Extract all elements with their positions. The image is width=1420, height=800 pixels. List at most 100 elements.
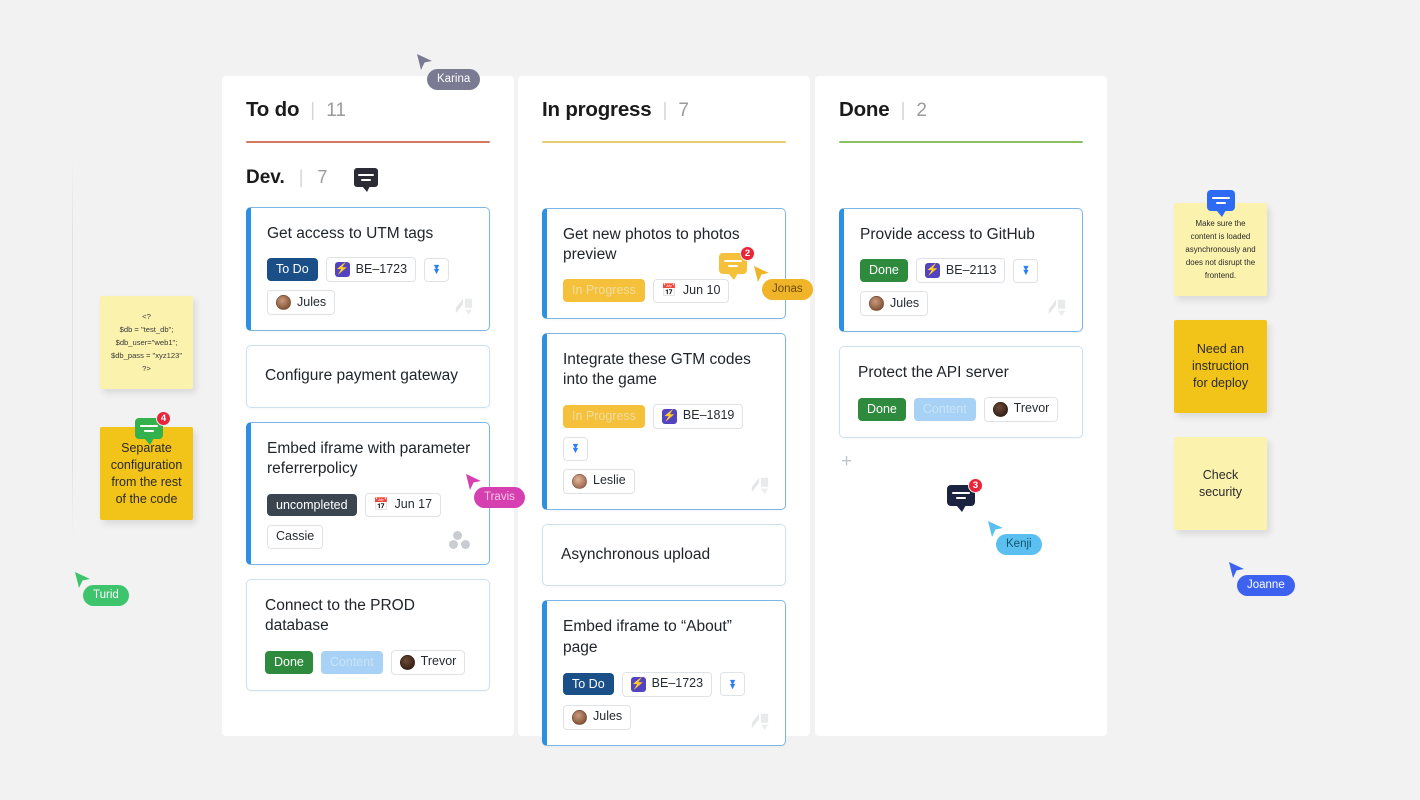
column-separator: | [662, 100, 668, 121]
group-count: 7 [317, 167, 328, 188]
assignee-chip[interactable]: Jules [860, 291, 929, 317]
due-date-chip[interactable]: 📅 Jun 17 [364, 493, 442, 517]
sticky-note-text: Make sure the content is loaded asynchro… [1174, 211, 1267, 289]
column-title: Done [839, 98, 890, 121]
app-logo-icon [751, 477, 769, 494]
assignee-chip[interactable]: Leslie [563, 468, 635, 494]
due-date-label: Jun 10 [682, 282, 721, 297]
status-badge[interactable]: Done [858, 398, 906, 421]
ticket-chip[interactable]: ⚡ BE–1723 [621, 671, 713, 697]
note-line: Need an [1196, 342, 1245, 356]
assignee-chip[interactable]: Cassie [267, 524, 324, 549]
card-meta-row: To Do ⚡ BE–1723 ▼▼ [563, 671, 769, 697]
note-line: $db = "test_db"; [119, 324, 174, 334]
card-meta-row: In Progress ⚡ BE–1819 ▼▼ [563, 403, 769, 461]
jira-bolt-icon: ⚡ [334, 262, 350, 278]
column-count: 2 [916, 100, 927, 121]
column-count: 11 [326, 100, 346, 121]
status-badge[interactable]: uncompleted [267, 493, 357, 517]
assignee-chip[interactable]: Jules [267, 290, 336, 316]
card[interactable]: Get access to UTM tags To Do ⚡ BE–1723 ▼… [246, 206, 490, 332]
card[interactable]: Connect to the PROD database Done Conten… [246, 578, 490, 691]
assignee-chip[interactable]: Trevor [390, 649, 466, 675]
card[interactable]: Embed iframe with parameter referrerpoli… [246, 421, 490, 565]
card-title: Configure payment gateway [265, 367, 459, 385]
card-title: Asynchronous upload [561, 545, 711, 563]
add-card-button[interactable]: + [841, 450, 853, 472]
card-title: Get new photos to photos preview [563, 225, 740, 264]
card[interactable]: Protect the API server Done Content Trev… [839, 346, 1083, 438]
cursor-label: Turid [83, 585, 129, 607]
avatar [572, 473, 587, 489]
chevrons-down-icon[interactable]: ▼▼ [563, 436, 588, 461]
content-tag[interactable]: Content [913, 398, 976, 421]
card[interactable]: Embed iframe to “About” page To Do ⚡ BE–… [542, 600, 786, 746]
chevrons-down-icon[interactable]: ▼▼ [720, 672, 746, 697]
column-header: Done | 2 [839, 98, 1083, 122]
note-line: asynchronously and [1185, 244, 1256, 254]
column-separator: | [310, 100, 316, 121]
note-line: from the rest [111, 474, 182, 489]
assignee-chip[interactable]: Trevor [983, 396, 1059, 422]
assignee-chip[interactable]: Jules [563, 704, 632, 730]
avatar [572, 709, 587, 725]
status-badge[interactable]: To Do [563, 672, 614, 696]
ticket-label: BE–1723 [355, 261, 408, 276]
card[interactable]: Integrate these GTM codes into the game … [542, 332, 786, 510]
ticket-chip[interactable]: ⚡ BE–1819 [652, 403, 744, 429]
card-title: Provide access to GitHub [860, 225, 1035, 243]
status-badge[interactable]: In Progress [563, 405, 645, 428]
note-line: <? [142, 311, 151, 321]
card-title: Embed iframe with parameter referrerpoli… [267, 439, 471, 478]
note-line: Check [1202, 467, 1239, 482]
note-line: security [1198, 484, 1243, 499]
note-line: instruction [1192, 359, 1249, 373]
cursor-label: Kenji [996, 534, 1042, 556]
sticky-note-deploy-instruction[interactable]: Need an instruction for deploy [1174, 320, 1267, 413]
column-title: In progress [542, 98, 652, 121]
card-assignee-row: Jules [267, 290, 473, 316]
comment-icon[interactable] [1207, 190, 1235, 217]
note-line: frontend. [1204, 271, 1237, 281]
card[interactable]: Configure payment gateway [246, 345, 490, 408]
note-line: ?> [142, 364, 151, 374]
card-title: Connect to the PROD database [265, 596, 415, 635]
card[interactable]: Get new photos to photos preview In Prog… [542, 207, 786, 319]
sticky-note-check-security[interactable]: Check security [1174, 437, 1267, 530]
card-meta-row: uncompleted 📅 Jun 17 [267, 493, 473, 517]
group-header-dev[interactable]: Dev. | 7 [246, 167, 490, 193]
status-badge[interactable]: To Do [267, 258, 318, 281]
sticky-note-db-config[interactable]: <? $db = "test_db"; $db_user="web1"; $db… [100, 296, 193, 389]
comment-icon[interactable]: 4 [135, 411, 171, 445]
jira-bolt-icon: ⚡ [630, 676, 646, 692]
status-badge[interactable]: Done [860, 259, 908, 282]
calendar-icon: 📅 [373, 497, 389, 512]
card-assignee-row: Cassie [267, 524, 473, 549]
column-accent-rule [839, 141, 1083, 143]
comment-icon[interactable] [354, 168, 379, 193]
jira-bolt-icon: ⚡ [661, 408, 677, 424]
cursor-arrow-icon [466, 474, 481, 490]
comment-icon[interactable]: 3 [947, 478, 983, 512]
column-count: 7 [678, 100, 689, 121]
due-date-chip[interactable]: 📅 Jun 10 [652, 278, 730, 303]
cursor-label: Karina [427, 69, 481, 91]
ticket-chip[interactable]: ⚡ BE–2113 [915, 258, 1006, 284]
note-line: $db_user="web1"; [115, 337, 178, 347]
card[interactable]: Asynchronous upload [542, 523, 786, 587]
comment-count-badge: 2 [740, 246, 755, 261]
cursor-arrow-icon [75, 572, 90, 588]
chevrons-down-icon[interactable]: ▼▼ [1013, 258, 1039, 283]
comment-icon[interactable]: 2 [719, 246, 755, 280]
sticky-note-text: <? $db = "test_db"; $db_user="web1"; $db… [100, 304, 193, 381]
avatar [992, 401, 1008, 417]
content-tag[interactable]: Content [320, 651, 383, 674]
status-badge[interactable]: In Progress [563, 279, 645, 302]
chevrons-down-icon[interactable]: ▼▼ [424, 257, 450, 282]
card-meta-row: Done Content Trevor [858, 396, 1066, 422]
status-badge[interactable]: Done [265, 651, 313, 674]
assignee-name: Trevor [420, 654, 457, 669]
sticky-note-async-content[interactable]: Make sure the content is loaded asynchro… [1174, 203, 1267, 296]
card[interactable]: Provide access to GitHub Done ⚡ BE–2113 … [839, 207, 1083, 333]
ticket-chip[interactable]: ⚡ BE–1723 [325, 257, 417, 283]
